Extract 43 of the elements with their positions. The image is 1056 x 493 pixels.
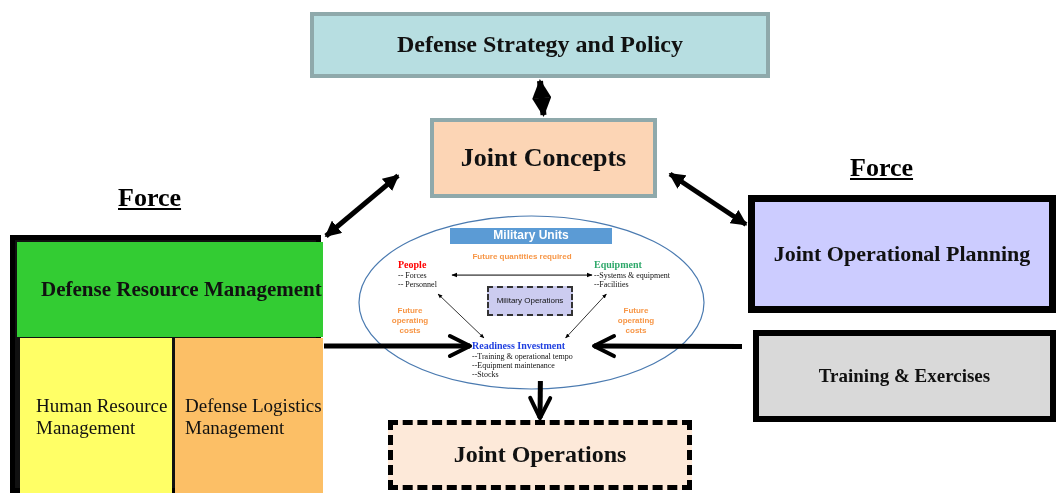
list-item: -- Personnel <box>398 279 437 289</box>
double-arrow <box>532 79 552 117</box>
heading-text: Readiness Investment <box>472 340 566 352</box>
double-arrow <box>451 272 593 278</box>
node-label: Human Resource Management <box>36 394 169 439</box>
operations-box <box>388 420 692 490</box>
management-box <box>175 338 323 493</box>
list-item: --Systems & equipment <box>594 270 670 280</box>
double-arrow <box>565 293 607 339</box>
node-label: Joint Concepts <box>460 143 627 173</box>
arrow <box>324 334 472 358</box>
node-label: Joint Operations <box>453 441 627 469</box>
double-arrow <box>324 173 400 238</box>
node-label: Defense Strategy and Policy <box>397 31 683 59</box>
arrow <box>528 380 553 420</box>
list-item: --Training & operational tempo <box>472 351 573 362</box>
heading-text: Equipment <box>594 259 642 271</box>
section-heading: Force <box>118 183 182 213</box>
operations-box <box>487 286 573 316</box>
node-label: Training & Exercises <box>818 365 991 387</box>
title-bar <box>450 228 612 244</box>
strategy-box <box>310 12 770 78</box>
double-arrow <box>668 171 748 227</box>
force-frame <box>10 235 321 493</box>
list-item: --Stocks <box>472 370 499 380</box>
node-label: Defense Resource Management <box>41 277 322 302</box>
list-item: --Facilities <box>594 279 629 289</box>
management-band <box>17 242 323 337</box>
node-label: Military Units <box>493 229 569 243</box>
list-item: --Equipment maintenance <box>472 361 555 371</box>
training-box <box>753 330 1056 422</box>
unit-ellipse <box>358 215 705 390</box>
double-arrow <box>437 293 485 339</box>
node-label: Military Operations <box>496 296 564 306</box>
node-label: Defense Logistics Management <box>185 394 323 439</box>
section-heading: Force <box>850 153 914 183</box>
heading-text: People <box>398 259 427 271</box>
planning-box <box>748 195 1056 313</box>
concept-box <box>430 118 657 198</box>
list-item: -- Forces <box>398 270 427 280</box>
arrow <box>592 334 742 359</box>
node-label: Joint Operational Planning <box>773 241 1031 267</box>
management-box <box>20 338 172 493</box>
